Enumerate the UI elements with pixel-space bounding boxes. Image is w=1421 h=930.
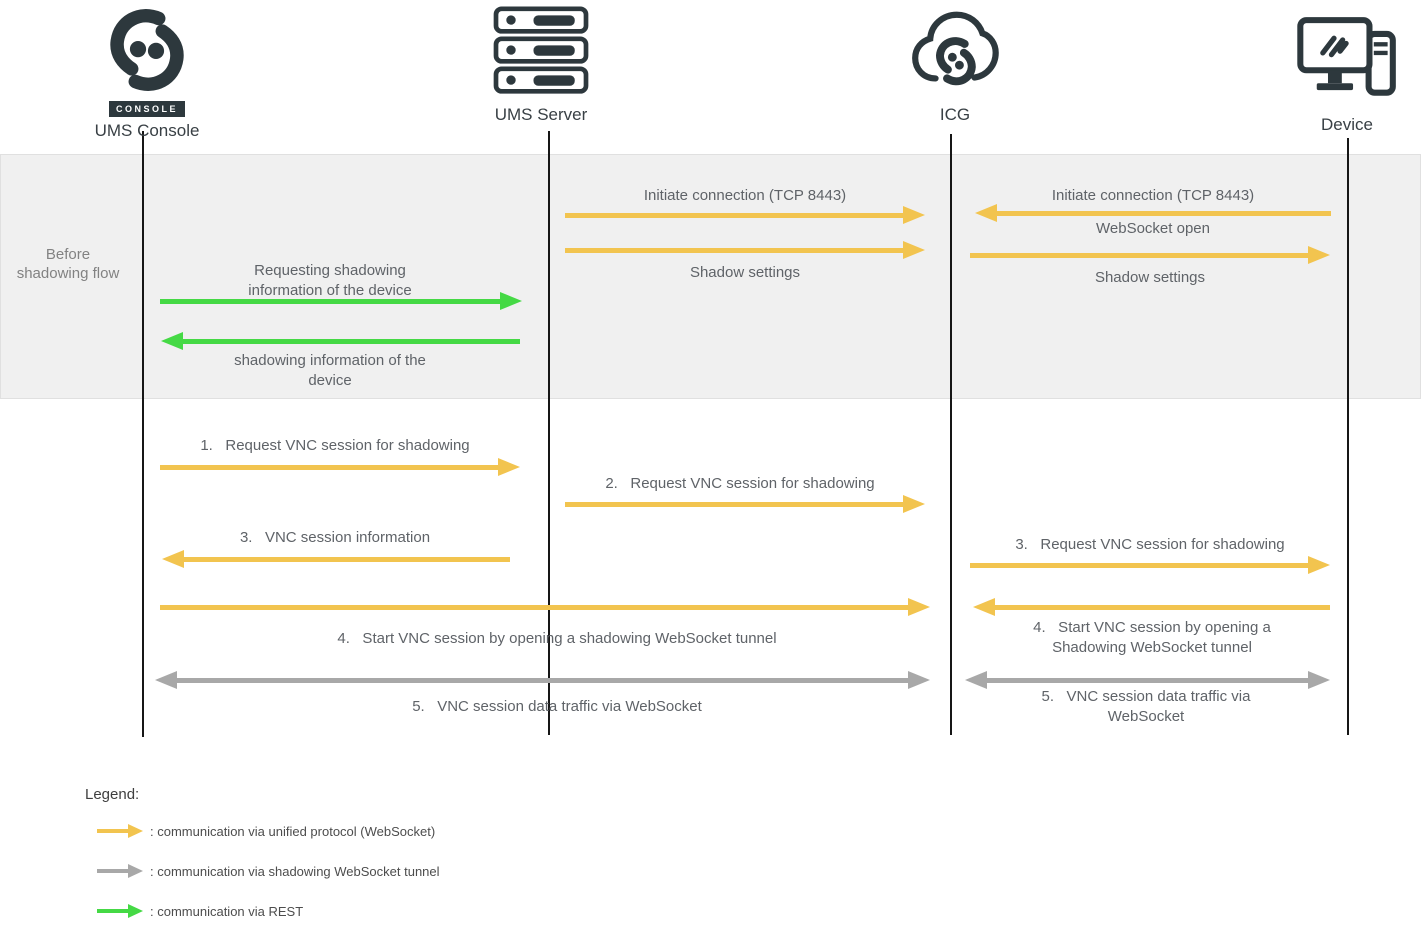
msg-label-step3-right: 3. Request VNC session for shadowing [1015, 536, 1285, 553]
ums-console-logo-icon: CONSOLE [102, 6, 192, 117]
msg-label-step4-right: 4. Start VNC session by opening a Shadow… [1033, 619, 1271, 656]
lifeline-ums-server [548, 131, 550, 735]
arrow-shadowing-info-response [161, 332, 520, 350]
msg-label-initiate-connection-device-icg: Initiate connection (TCP 8443) [1051, 187, 1255, 204]
arrow-step2-request-vnc [565, 495, 925, 513]
arrow-request-shadowing-info [160, 292, 522, 310]
msg-label-shadow-settings-server-icg: Shadow settings [689, 264, 801, 281]
msg-label-initiate-connection-server-icg: Initiate connection (TCP 8443) [643, 187, 847, 204]
msg-label-step5-long: 5. VNC session data traffic via WebSocke… [412, 698, 702, 715]
actor-label-ums-server: UMS Server [494, 105, 588, 124]
msg-label-shadowing-info-response: shadowing information of the device [234, 352, 426, 389]
lifeline-icg [950, 134, 952, 735]
actor-label-ums-console: UMS Console [94, 121, 200, 140]
arrow-initiate-connection-server-icg [565, 206, 925, 224]
legend-rest-arrow-icon [97, 904, 143, 918]
legend-item-unified-protocol: : communication via unified protocol (We… [150, 824, 436, 839]
legend-unified-protocol-arrow-icon [97, 824, 143, 838]
phase-band-label: Before shadowing flow [16, 246, 120, 282]
arrow-initiate-connection-device-icg [975, 204, 1331, 222]
legend-item-shadowing-tunnel: : communication via shadowing WebSocket … [150, 864, 440, 879]
phase-band [0, 154, 1421, 399]
console-badge: CONSOLE [108, 101, 185, 117]
actor-label-icg: ICG [939, 105, 971, 124]
arrow-shadow-settings-icg-device [970, 246, 1330, 264]
icg-cloud-icon [909, 6, 1001, 101]
arrow-step4-start-vnc-console-icg [160, 598, 930, 616]
actor-device: Device [1257, 12, 1421, 135]
msg-label-step2: 2. Request VNC session for shadowing [605, 475, 875, 492]
arrow-step5-vnc-traffic-console-icg [155, 671, 930, 689]
msg-label-step3-left: 3. VNC session information [239, 529, 431, 546]
actor-label-device: Device [1321, 115, 1373, 134]
msg-label-step4-long: 4. Start VNC session by opening a shadow… [337, 630, 777, 647]
ums-server-icon [492, 6, 590, 101]
arrow-step4-start-vnc-device-icg [973, 598, 1330, 616]
msg-label-step5-right: 5. VNC session data traffic via WebSocke… [1041, 688, 1251, 725]
arrow-step3-vnc-session-info [162, 550, 510, 568]
arrow-step5-vnc-traffic-device-icg [965, 671, 1330, 689]
legend-item-rest: : communication via REST [150, 904, 304, 919]
actor-icg: ICG [865, 6, 1045, 125]
actor-ums-server: UMS Server [451, 6, 631, 125]
arrow-step1-request-vnc [160, 458, 520, 476]
actor-ums-console: CONSOLE UMS Console [57, 6, 237, 141]
msg-label-request-shadowing-info: Requesting shadowing information of the … [248, 262, 412, 299]
msg-label-shadow-settings-icg-device: Shadow settings [1094, 269, 1206, 286]
legend-title: Legend: [85, 786, 140, 803]
msg-label-websocket-open: WebSocket open [1096, 220, 1210, 237]
lifeline-ums-console [142, 131, 144, 737]
lifeline-device [1347, 138, 1349, 735]
arrow-shadow-settings-server-icg [565, 241, 925, 259]
legend-shadowing-tunnel-arrow-icon [97, 864, 143, 878]
arrow-step3-request-vnc-icg-device [970, 556, 1330, 574]
msg-label-step1: 1. Request VNC session for shadowing [200, 437, 470, 454]
device-monitor-icon [1296, 12, 1398, 111]
